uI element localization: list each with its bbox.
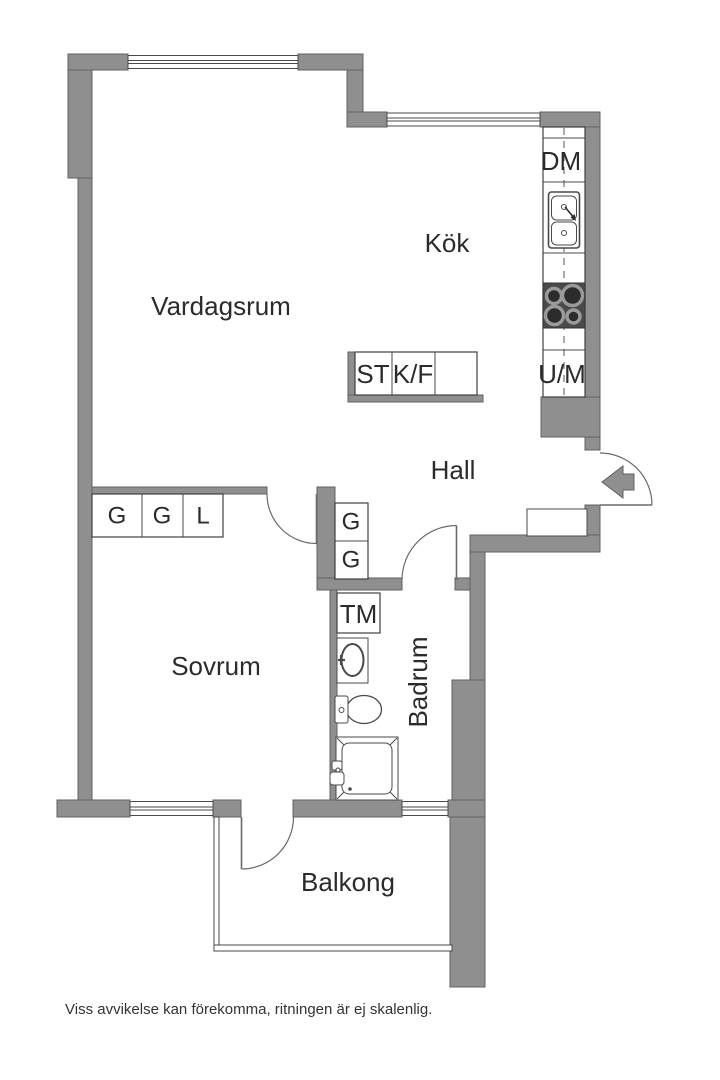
shower-corner-tick (389, 791, 398, 800)
stove-burner (565, 308, 582, 325)
shower-knob (335, 767, 341, 773)
tm-label: TM (340, 599, 378, 629)
shower-corner-tick (389, 737, 398, 746)
wall-hall-vertical (316, 486, 336, 591)
wall-left-lower (77, 177, 93, 801)
wall-bottom-mid1 (212, 799, 242, 818)
sovrum-door (266, 493, 318, 545)
wall-peninsula-bottom (347, 394, 484, 403)
wall-top-left (67, 53, 129, 71)
stove (542, 282, 586, 329)
bathroom-fixtures: TM (329, 592, 399, 801)
toilet-button (338, 707, 345, 713)
window-frame (401, 801, 449, 816)
peninsula-outline (354, 351, 478, 396)
shower-drain (348, 787, 352, 791)
room-label-balkong: Balkong (301, 867, 395, 897)
toilet (334, 694, 383, 725)
balcony-railing (213, 816, 453, 952)
kitchen-counter: DM U/M (538, 126, 586, 398)
sovrum-wardrobes: G G L (91, 493, 224, 538)
window-frame (127, 55, 299, 69)
wall-bath-right-upper (469, 551, 486, 681)
closet-g-label: G (342, 547, 361, 574)
balkong-door (240, 816, 295, 870)
hall-closets: G G (334, 502, 369, 580)
wall-badrum-top (316, 577, 403, 591)
kitchen-sink (547, 191, 581, 249)
wall-balcony-right (449, 799, 486, 988)
window-badrum (401, 801, 449, 816)
doors (240, 452, 653, 870)
wall-bottom-left (56, 799, 131, 818)
wall-bottom-mid2 (292, 799, 403, 818)
wall-peninsula-cap (347, 351, 356, 396)
toilet-bowl (345, 694, 383, 725)
room-label-kok: Kök (425, 228, 471, 258)
wall-badrum-left (329, 589, 338, 801)
cabinet-outline (526, 508, 588, 537)
wall-bath-right-lower (451, 679, 486, 801)
sink-faucet-head (570, 214, 576, 221)
wall-right-kitchen (584, 126, 601, 399)
stove-burner (543, 304, 566, 327)
dishwasher-label: DM (541, 146, 581, 176)
closet-g-label: G (342, 509, 361, 536)
wall-hall-bottom (469, 534, 601, 553)
kitchen-peninsula: ST K/F (354, 351, 478, 396)
shower-corner-tick (336, 791, 345, 800)
wall-badrum-door-stub (454, 577, 471, 591)
badrum-door (401, 524, 458, 581)
room-label-sovrum: Sovrum (171, 651, 261, 681)
window-vardagsrum (127, 55, 299, 69)
entrance-arrow-icon (601, 464, 635, 500)
wardrobe-g-label: G (153, 503, 172, 530)
shower-corner-tick (336, 737, 345, 746)
room-label-hall: Hall (431, 455, 476, 485)
door-swing-arc (599, 452, 653, 506)
window-sovrum (129, 801, 214, 816)
wardrobe-g-label: G (108, 503, 127, 530)
washing-machine: TM (336, 592, 381, 634)
sink-drain (561, 230, 567, 236)
windows (127, 55, 541, 816)
wardrobe-outline (91, 493, 224, 538)
wall-kitchen-top-right (539, 111, 601, 128)
wall-sovrum-top (91, 486, 268, 495)
door-swing-arc (266, 493, 317, 545)
um-label: U/M (538, 359, 586, 389)
entrance-door (599, 452, 653, 506)
wall-kitchen-top-left (346, 111, 388, 128)
wall-bottom-right (447, 799, 486, 818)
hall-cabinet (526, 508, 588, 537)
wall-step-vertical (346, 69, 364, 113)
window-kok (386, 112, 541, 127)
balcony-rail-bottom (213, 944, 453, 952)
tm-outline (336, 592, 381, 634)
balcony-rail-left (213, 816, 220, 951)
st-label: ST (356, 359, 389, 389)
window-frame (386, 112, 541, 127)
window-frame (129, 801, 214, 816)
door-swing-arc (241, 816, 295, 870)
wardrobe-l-label: L (196, 503, 209, 530)
room-labels: Vardagsrum Kök Hall Sovrum Badrum Balkon… (151, 228, 475, 897)
wall-right-above-entry (584, 436, 601, 451)
door-swing-arc (401, 524, 457, 581)
shower (329, 736, 399, 801)
room-label-badrum: Badrum (403, 636, 433, 727)
room-label-vardagsrum: Vardagsrum (151, 291, 291, 321)
shower-tray (341, 742, 393, 795)
disclaimer-text: Viss avvikelse kan förekomma, ritningen … (65, 1001, 432, 1018)
shower-mixer (329, 771, 345, 786)
stove-burner (560, 283, 585, 308)
wall-top-right-of-window (297, 53, 364, 71)
stove-burner (544, 286, 564, 306)
bathroom-sink (336, 637, 369, 684)
interior-walls (91, 351, 484, 801)
wall-left-upper (67, 69, 93, 179)
kf-label: K/F (393, 359, 433, 389)
wall-block-below-um (540, 396, 601, 438)
